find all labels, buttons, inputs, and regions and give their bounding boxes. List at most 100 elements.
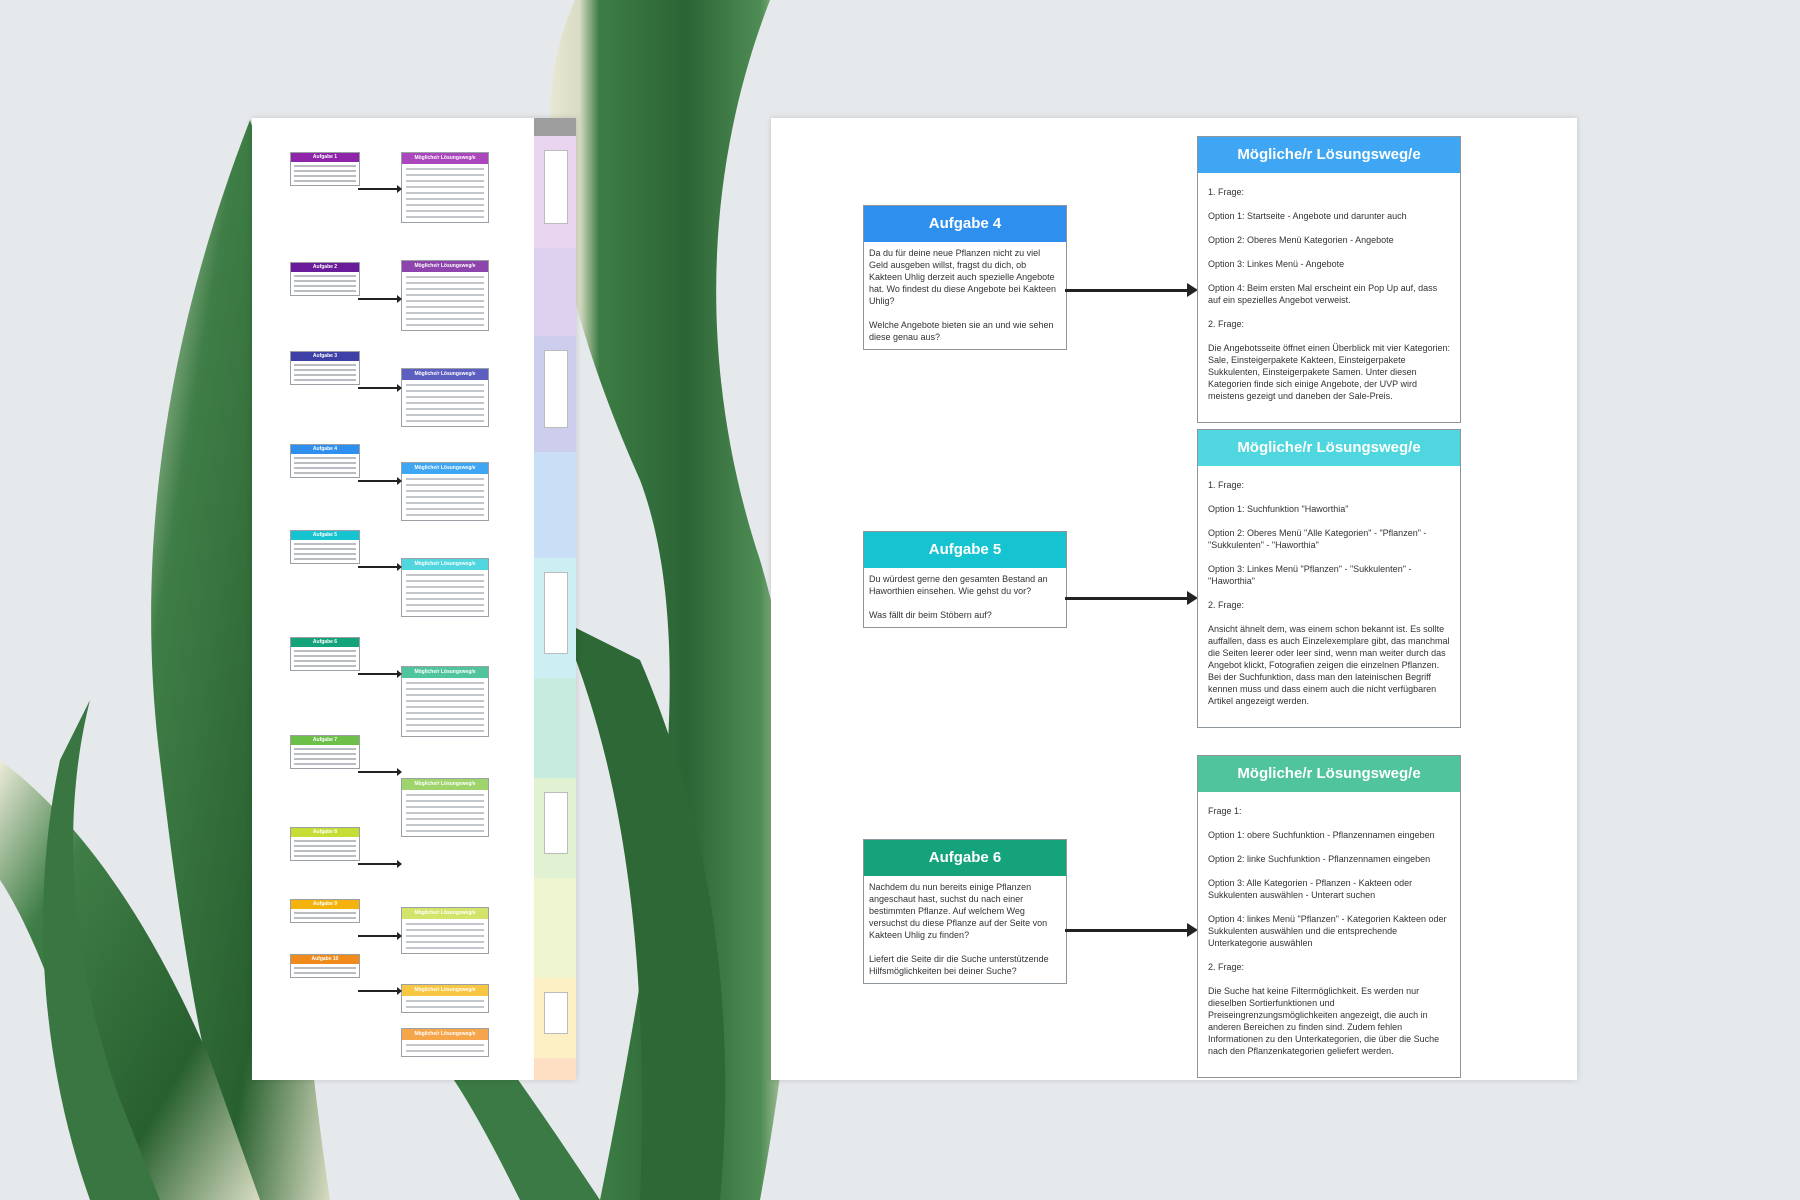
overview-task-title: Aufgabe 7: [291, 736, 359, 745]
text-line: [294, 967, 356, 969]
mini-card: [544, 792, 568, 854]
text-line: [406, 490, 484, 492]
overview-solution-card: Mögliche/r Lösungsweg/e: [401, 152, 489, 223]
solution-line: Option 3: Linkes Menü - Angebote: [1208, 259, 1345, 269]
text-line: [406, 574, 484, 576]
text-line: [406, 508, 484, 510]
text-line: [406, 730, 484, 732]
overview-arrow: [358, 932, 402, 940]
overview-task-card: Aufgabe 10: [290, 954, 360, 978]
text-line: [406, 198, 484, 200]
overview-solution-title: Mögliche/r Lösungsweg/e: [402, 779, 488, 790]
text-line: [294, 840, 356, 842]
overview-arrow: [358, 768, 402, 776]
arrow-connector: [1065, 923, 1198, 937]
text-line: [406, 818, 484, 820]
text-line: [406, 1006, 484, 1008]
solution-line: Option 1: Suchfunktion "Haworthia": [1208, 504, 1349, 514]
text-line: [406, 414, 484, 416]
overview-task-card: Aufgabe 7: [290, 735, 360, 769]
overview-solution-card: Mögliche/r Lösungsweg/e: [401, 666, 489, 737]
text-line: [406, 174, 484, 176]
overview-task-title: Aufgabe 1: [291, 153, 359, 162]
text-line: [294, 748, 356, 750]
solution-title: Mögliche/r Lösungsweg/e: [1198, 756, 1460, 792]
text-line: [406, 384, 484, 386]
solution-line: Option 4: linkes Menü "Pflanzen" - Kateg…: [1208, 914, 1447, 948]
solution-body: Frage 1:Option 1: obere Suchfunktion - P…: [1198, 792, 1460, 1077]
text-line: [406, 586, 484, 588]
overview-solution-card: Mögliche/r Lösungsweg/e: [401, 778, 489, 837]
text-line: [406, 700, 484, 702]
task-text: Du würdest gerne den gesamten Bestand an…: [869, 574, 1048, 620]
text-line: [294, 379, 356, 381]
overview-solution-card: Mögliche/r Lösungsweg/e: [401, 984, 489, 1013]
task-card-5: Aufgabe 5 Du würdest gerne den gesamten …: [863, 531, 1067, 628]
overview-color-band: [534, 452, 576, 558]
text-line: [294, 558, 356, 560]
text-line: [294, 280, 356, 282]
text-line: [406, 288, 484, 290]
text-line: [406, 724, 484, 726]
overview-solution-card: Mögliche/r Lösungsweg/e: [401, 368, 489, 427]
solution-line: Option 2: Oberes Menü Kategorien - Angeb…: [1208, 235, 1394, 245]
solution-line: 2. Frage:: [1208, 600, 1245, 610]
text-line: [294, 472, 356, 474]
text-line: [406, 610, 484, 612]
overview-task-title: Aufgabe 6: [291, 638, 359, 647]
overview-task-card: Aufgabe 4: [290, 444, 360, 478]
leaf-shape: [43, 700, 160, 1200]
task-text: Da du für deine neue Pflanzen nicht zu v…: [869, 248, 1056, 342]
text-line: [406, 514, 484, 516]
text-line: [294, 845, 356, 847]
text-line: [406, 484, 484, 486]
overview-task-title: Aufgabe 4: [291, 445, 359, 454]
text-line: [406, 1000, 484, 1002]
solution-title: Mögliche/r Lösungsweg/e: [1198, 430, 1460, 466]
text-line: [406, 390, 484, 392]
text-line: [406, 180, 484, 182]
text-line: [406, 324, 484, 326]
task-card-6: Aufgabe 6 Nachdem du nun bereits einige …: [863, 839, 1067, 984]
text-line: [406, 496, 484, 498]
task-title: Aufgabe 5: [864, 532, 1066, 568]
overview-solution-title: Mögliche/r Lösungsweg/e: [402, 908, 488, 919]
solution-line: Die Angebotsseite öffnet einen Überblick…: [1208, 343, 1450, 401]
task-text: Nachdem du nun bereits einige Pflanzen a…: [869, 882, 1049, 976]
text-line: [294, 275, 356, 277]
overview-solution-card: Mögliche/r Lösungsweg/e: [401, 1028, 489, 1057]
text-line: [294, 364, 356, 366]
text-line: [294, 462, 356, 464]
text-line: [294, 180, 356, 182]
overview-solution-title: Mögliche/r Lösungsweg/e: [402, 559, 488, 570]
overview-solution-title: Mögliche/r Lösungsweg/e: [402, 463, 488, 474]
text-line: [406, 1044, 484, 1046]
overview-color-band: [534, 248, 576, 336]
text-line: [406, 282, 484, 284]
text-line: [294, 660, 356, 662]
overview-solution-title: Mögliche/r Lösungsweg/e: [402, 1029, 488, 1040]
text-line: [294, 543, 356, 545]
mini-card: [544, 572, 568, 654]
text-line: [406, 812, 484, 814]
solution-line: 2. Frage:: [1208, 319, 1245, 329]
overview-arrow: [358, 295, 402, 303]
overview-task-card: Aufgabe 9: [290, 899, 360, 923]
text-line: [406, 300, 484, 302]
arrow-connector: [1065, 591, 1198, 605]
solution-card-6: Mögliche/r Lösungsweg/e Frage 1:Option 1…: [1197, 755, 1461, 1078]
text-line: [406, 941, 484, 943]
solution-card-4: Mögliche/r Lösungsweg/e 1. Frage:Option …: [1197, 136, 1461, 423]
text-line: [294, 917, 356, 919]
overview-solution-title: Mögliche/r Lösungsweg/e: [402, 667, 488, 678]
solution-card-5: Mögliche/r Lösungsweg/e 1. Frage:Option …: [1197, 429, 1461, 728]
text-line: [294, 175, 356, 177]
detail-sheet: Aufgabe 4 Da du für deine neue Pflanzen …: [771, 118, 1577, 1080]
text-line: [406, 800, 484, 802]
overview-task-title: Aufgabe 8: [291, 828, 359, 837]
solution-line: 2. Frage:: [1208, 962, 1245, 972]
overview-solution-card: Mögliche/r Lösungsweg/e: [401, 462, 489, 521]
solution-body: 1. Frage:Option 1: Suchfunktion "Haworth…: [1198, 466, 1460, 727]
